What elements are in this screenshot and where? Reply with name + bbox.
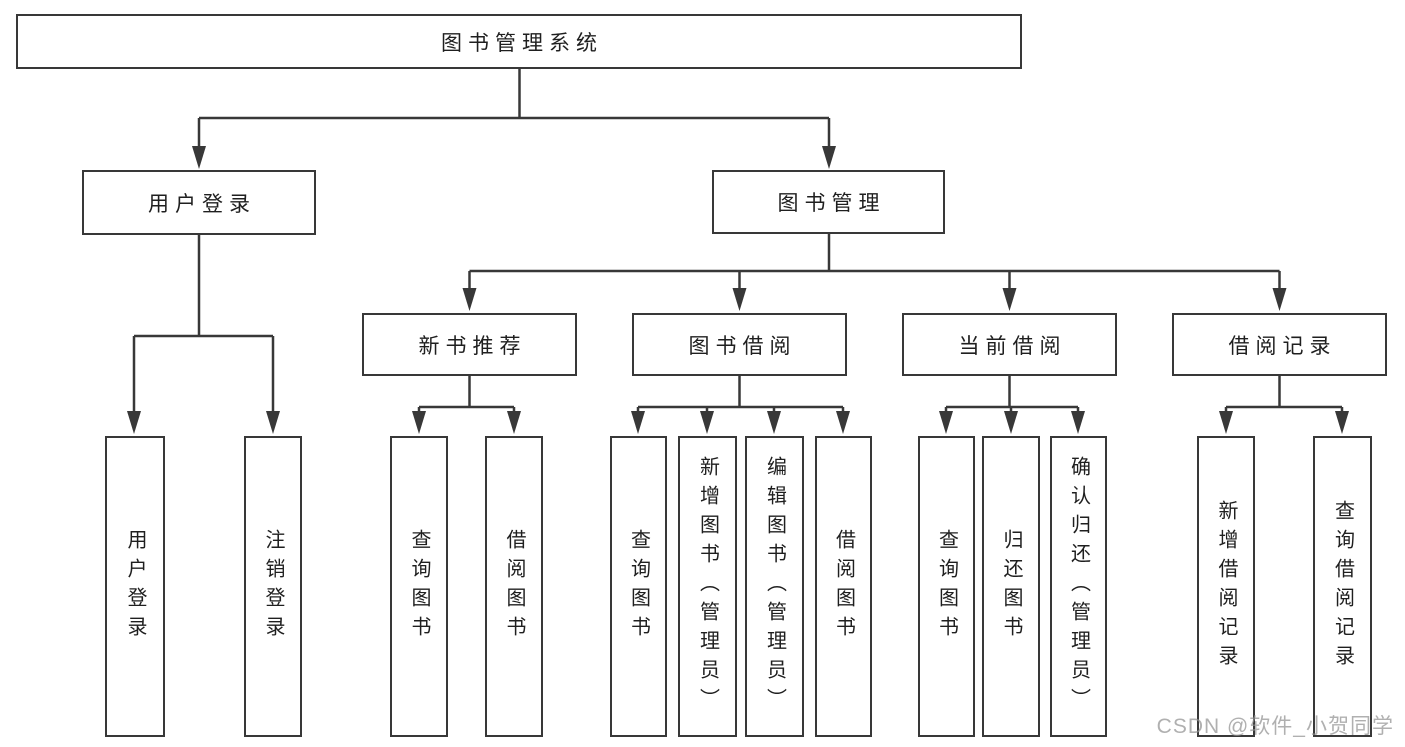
leaf-logout: 注销登录 [244,436,302,737]
leaf-user-login: 用户登录 [105,436,165,737]
leaf-query-books-borrow: 查询图书 [610,436,667,737]
leaf-borrow-books: 借阅图书 [815,436,872,737]
leaf-query-books-current: 查询图书 [918,436,975,737]
node-book-management: 图书管理 [712,170,945,234]
csdn-watermark: CSDN @软件_小贺同学 [1156,715,1394,738]
leaf-confirm-return-admin: 确认归还（管理员） [1050,436,1107,737]
leaf-return-book: 归还图书 [982,436,1040,737]
node-user-login: 用户登录 [82,170,316,235]
node-new-book-recommend: 新书推荐 [362,313,577,376]
node-book-borrow: 图书借阅 [632,313,847,376]
leaf-edit-book-admin: 编辑图书（管理员） [745,436,804,737]
leaf-add-borrow-record: 新增借阅记录 [1197,436,1255,737]
leaf-borrow-books-recommend: 借阅图书 [485,436,543,737]
leaf-query-books-recommend: 查询图书 [390,436,448,737]
node-library-management-system: 图书管理系统 [16,14,1022,69]
node-current-borrow: 当前借阅 [902,313,1117,376]
leaf-add-book-admin: 新增图书（管理员） [678,436,737,737]
leaf-query-borrow-record: 查询借阅记录 [1313,436,1372,737]
node-borrow-records: 借阅记录 [1172,313,1387,376]
